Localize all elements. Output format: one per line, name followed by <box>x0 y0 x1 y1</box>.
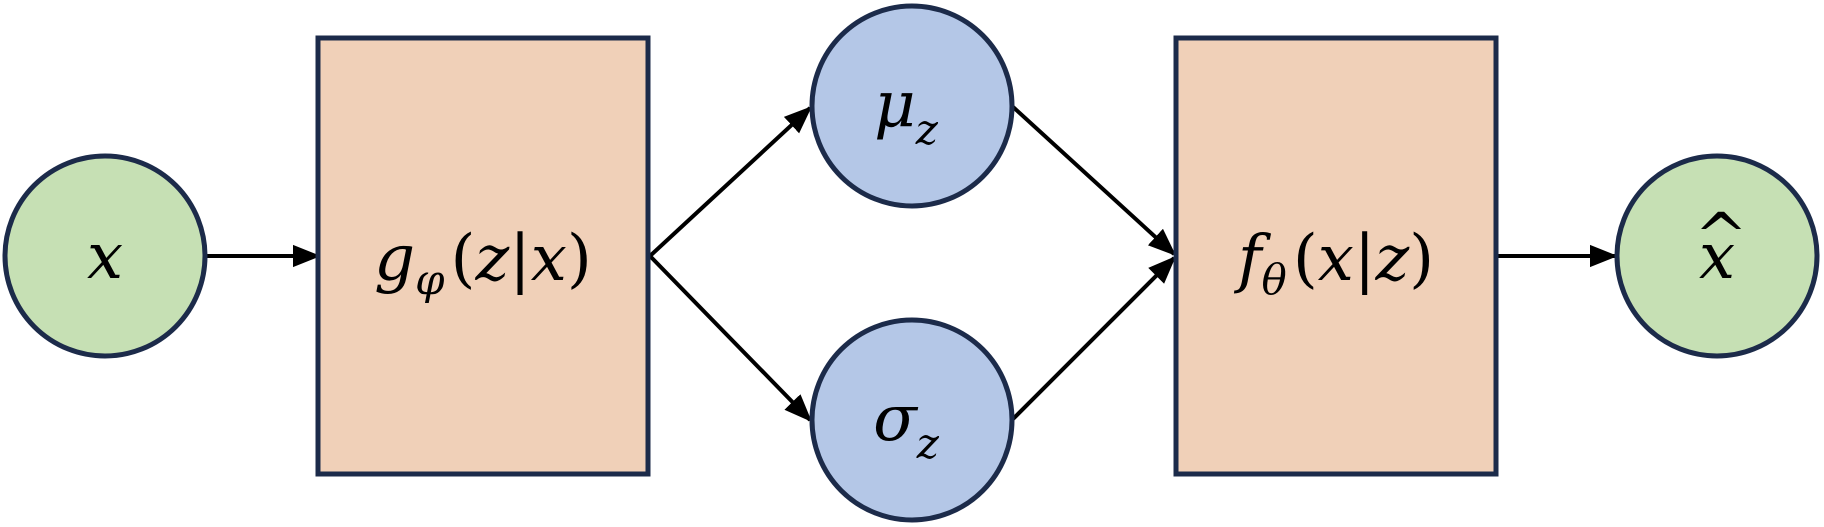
output-node <box>1614 153 1820 359</box>
encoder-param: φ <box>415 255 445 304</box>
encoder-cond: x <box>531 222 567 296</box>
std-sub: z <box>916 419 940 468</box>
mean-label: μz <box>874 68 939 154</box>
encoder-func: g <box>374 222 415 296</box>
output-label: x <box>1699 220 1735 294</box>
input-label: x <box>87 220 123 294</box>
decoder-var: x <box>1318 222 1354 296</box>
mean-symbol: μ <box>874 68 916 142</box>
encoder-separator: | <box>509 222 531 296</box>
encoder-var: z <box>475 222 511 296</box>
edge-mean-decoder <box>1010 104 1177 256</box>
decoder-separator: | <box>1354 222 1376 296</box>
decoder-label: fθ(x|z) <box>1234 222 1434 304</box>
decoder-close-paren: ) <box>1409 222 1434 296</box>
encoder-label: gφ(z|x) <box>374 222 592 304</box>
decoder-cond: z <box>1374 222 1410 296</box>
input-node <box>2 153 208 359</box>
encoder-close-paren: ) <box>567 222 592 296</box>
decoder-param: θ <box>1262 255 1287 304</box>
std-symbol: σ <box>873 382 919 456</box>
decoder-open-paren: ( <box>1293 222 1318 296</box>
output-hat: ^ <box>1694 200 1748 274</box>
encoder-box <box>315 35 651 477</box>
std-node <box>809 317 1015 523</box>
edge-encoder-mean <box>648 106 813 258</box>
decoder-box <box>1173 35 1499 477</box>
mean-sub: z <box>915 105 939 154</box>
edge-std-decoder <box>1010 256 1176 422</box>
edge-encoder-std <box>648 254 812 423</box>
mean-node <box>809 3 1015 209</box>
std-label: σz <box>873 382 940 468</box>
encoder-open-paren: ( <box>451 222 476 296</box>
